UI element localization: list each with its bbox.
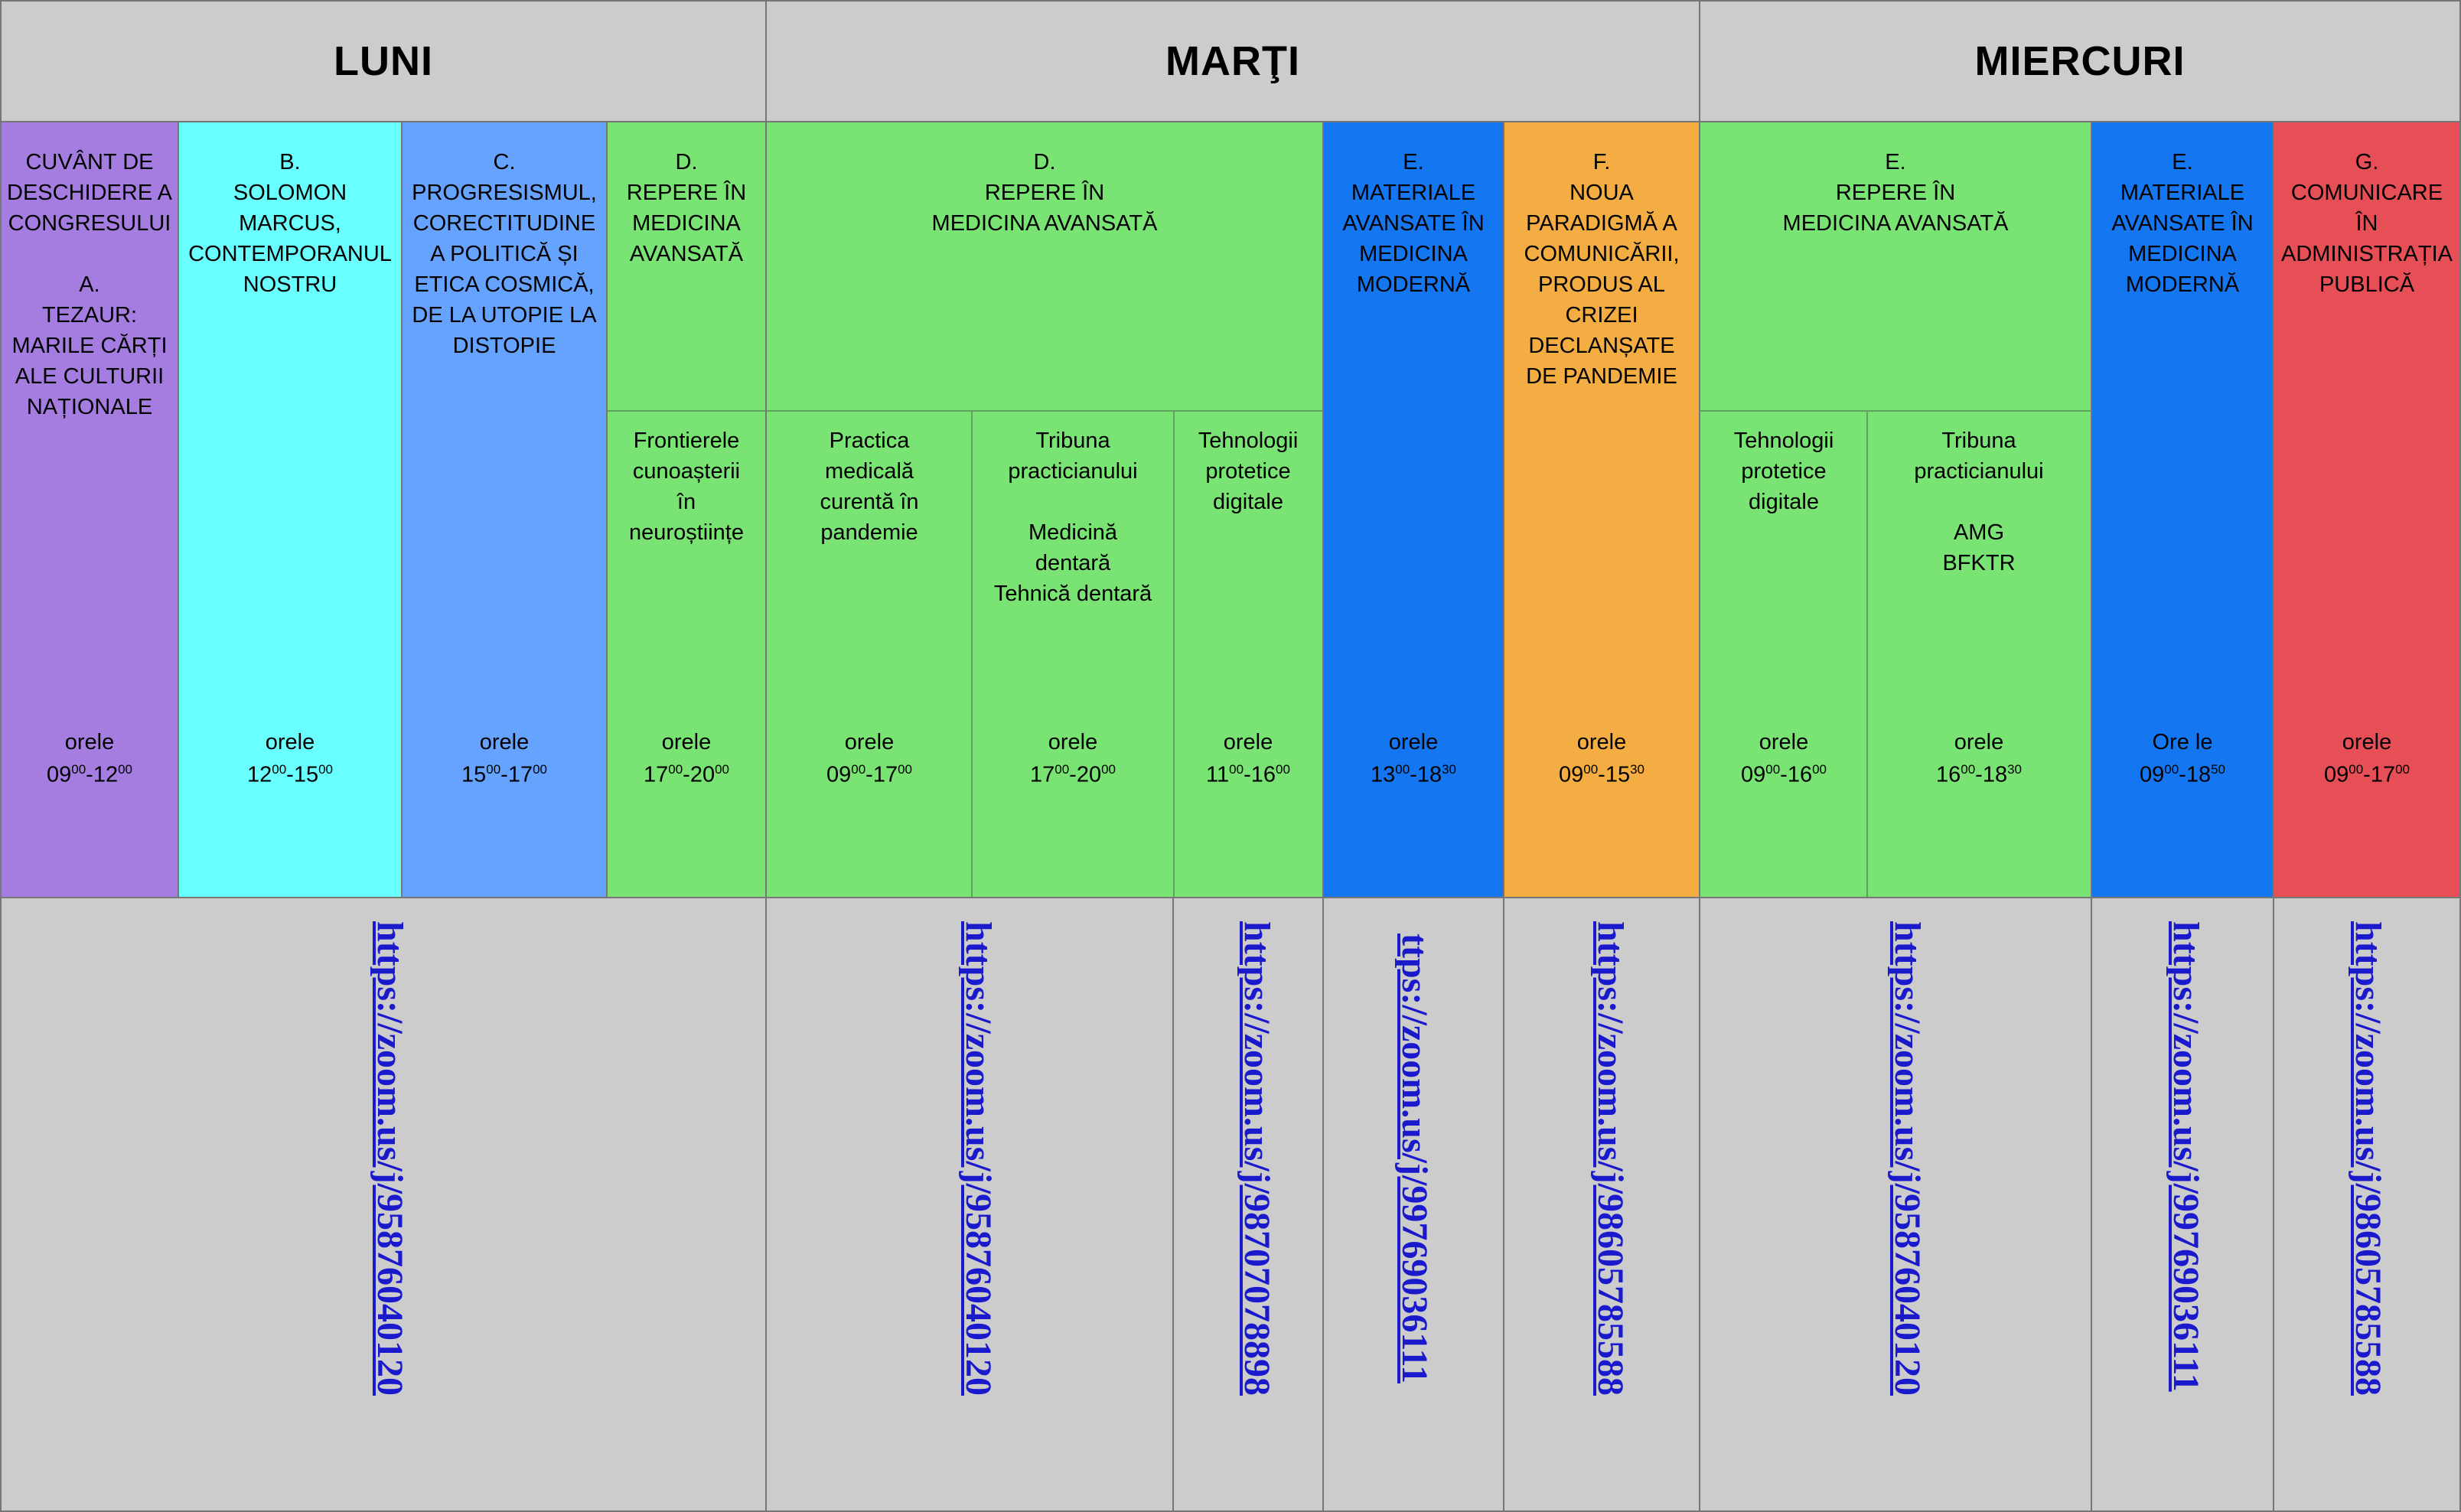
session-tehnologii-protetice: Tehnologii protetice digitale	[1700, 410, 1867, 894]
zoom-link[interactable]: https://zoom.us/j/98707078898	[1237, 921, 1277, 1396]
track-g: G. COMUNICARE ÎN ADMINISTRAȚIA PUBLICĂ o…	[2273, 121, 2461, 898]
track-e-materiale-miercuri: E. MATERIALE AVANSATE ÎN MEDICINA MODERN…	[2091, 121, 2274, 898]
time-slot: orele 1100-1600	[1206, 730, 1290, 787]
zoom-link[interactable]: https://zoom.us/j/98605785588	[1590, 921, 1631, 1396]
track-d-marti: D. REPERE ÎN MEDICINA AVANSATĂ Practica …	[765, 121, 1324, 898]
session-tehnologii-protetice: Tehnologii protetice digitale	[1174, 410, 1322, 894]
time-slot: orele 1500-1700	[461, 730, 548, 787]
track-title: CUVÂNT DE DESCHIDERE A CONGRESULUI	[7, 150, 172, 236]
track-title: E. REPERE ÎN MEDICINA AVANSATĂ	[1782, 150, 2009, 236]
track-title: D. REPERE ÎN MEDICINA AVANSATĂ	[626, 150, 747, 266]
zoom-link[interactable]: ttps://zoom.us/j/99769036111	[1394, 934, 1435, 1384]
link-cell-g: https://zoom.us/j/98605785588	[2273, 897, 2461, 1512]
time-slot: orele 0900-1600	[1740, 730, 1827, 787]
track-d-luni: D. REPERE ÎN MEDICINA AVANSATĂ Frontiere…	[606, 121, 767, 898]
link-cell-e-miercuri: https://zoom.us/j/95876040120	[1699, 897, 2092, 1512]
link-cell-e-marti: ttps://zoom.us/j/99769036111	[1322, 897, 1504, 1512]
time-slot: orele 0900-1700	[2323, 730, 2410, 787]
time-slot: orele 1700-2000	[1029, 730, 1116, 787]
session-divider	[971, 410, 973, 897]
session-tribuna-practicianului: Tribuna practicianului AMG BFKTR	[1867, 410, 2091, 894]
link-cell-d-marti-b: https://zoom.us/j/98707078898	[1172, 897, 1324, 1512]
time-slot: Ore le 0900-1850	[2139, 730, 2226, 787]
time-slot: orele 1200-1500	[246, 730, 334, 787]
zoom-link[interactable]: https://zoom.us/j/98605785588	[2348, 921, 2388, 1396]
link-cell-f: https://zoom.us/j/98605785588	[1503, 897, 1700, 1512]
session-divider	[1866, 410, 1868, 897]
session-divider	[1173, 410, 1175, 897]
zoom-link[interactable]: https://zoom.us/j/95876040120	[1887, 921, 1928, 1396]
day-header-miercuri: MIERCURI	[1699, 0, 2461, 122]
day-header-luni: LUNI	[0, 0, 767, 122]
zoom-link[interactable]: https://zoom.us/j/95876040120	[370, 921, 410, 1396]
day-header-marti: MARŢI	[765, 0, 1700, 122]
track-opening: CUVÂNT DE DESCHIDERE A CONGRESULUI A. TE…	[0, 121, 179, 898]
track-title: B. SOLOMON MARCUS, CONTEMPORANUL NOSTRU	[188, 150, 392, 297]
link-cell-d-marti-a: https://zoom.us/j/95876040120	[765, 897, 1174, 1512]
session-practica-medicala: Practica medicală curentă în pandemie	[767, 410, 972, 894]
time-slot: orele 1700-2000	[643, 730, 730, 787]
track-title: D. REPERE ÎN MEDICINA AVANSATĂ	[931, 150, 1158, 236]
zoom-link[interactable]: https://zoom.us/j/99769036111	[2166, 921, 2206, 1392]
time-slot: orele 0900-1200	[46, 730, 133, 787]
track-title: E. MATERIALE AVANSATE ÎN MEDICINA MODERN…	[1342, 150, 1485, 297]
track-e-miercuri: E. REPERE ÎN MEDICINA AVANSATĂ Tehnologi…	[1699, 121, 2092, 898]
track-title: F. NOUA PARADIGMĂ A COMUNICĂRII, PRODUS …	[1524, 150, 1680, 389]
track-subtitle: A. TEZAUR: MARILE CĂRȚI ALE CULTURII NAȚ…	[11, 272, 168, 419]
time-slot: orele 0900-1530	[1558, 730, 1645, 787]
session-tribuna-practicianului: Tribuna practicianului Medicină dentară …	[972, 410, 1174, 894]
link-cell-luni: https://zoom.us/j/95876040120	[0, 897, 767, 1512]
track-c: C. PROGRESISMUL, CORECTITUDINE A POLITIC…	[401, 121, 608, 898]
track-title: C. PROGRESISMUL, CORECTITUDINE A POLITIC…	[412, 150, 597, 358]
track-title: G. COMUNICARE ÎN ADMINISTRAȚIA PUBLICĂ	[2281, 150, 2453, 297]
track-b: B. SOLOMON MARCUS, CONTEMPORANUL NOSTRU …	[178, 121, 403, 898]
time-slot: orele 1300-1830	[1370, 730, 1457, 787]
session-neurosciences: Frontierele cunoașterii în neuroștiințe	[608, 410, 765, 894]
track-f: F. NOUA PARADIGMĂ A COMUNICĂRII, PRODUS …	[1503, 121, 1700, 898]
link-cell-e-materiale-miercuri: https://zoom.us/j/99769036111	[2091, 897, 2274, 1512]
zoom-link[interactable]: https://zoom.us/j/95876040120	[958, 921, 999, 1396]
track-title: E. MATERIALE AVANSATE ÎN MEDICINA MODERN…	[2111, 150, 2254, 297]
track-e-marti: E. MATERIALE AVANSATE ÎN MEDICINA MODERN…	[1322, 121, 1504, 898]
time-slot: orele 1600-1830	[1935, 730, 2023, 787]
time-slot: orele 0900-1700	[826, 730, 913, 787]
